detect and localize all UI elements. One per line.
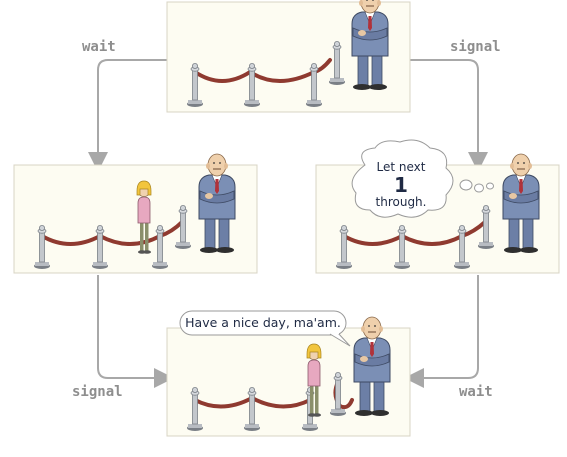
panel-bottom [166, 316, 411, 437]
panel-left [13, 153, 258, 274]
speech-bubble: Have a nice day, ma'am. [179, 310, 351, 347]
label-wait-bottom-right: wait [459, 384, 493, 400]
label-wait-top-left: wait [82, 39, 116, 55]
rope [40, 220, 184, 246]
speech-text: Have a nice day, ma'am. [185, 315, 341, 330]
panel-top [166, 0, 411, 113]
arrow-wait-top-left [88, 59, 167, 172]
thought-line-3: through. [376, 195, 427, 209]
arrow-wait-bottom-right [404, 275, 479, 388]
thought-bubble: Let next 1 through. [351, 139, 494, 218]
rope [193, 58, 332, 83]
panel-right: Let next 1 through. [315, 139, 560, 274]
thought-number: 1 [394, 173, 408, 197]
arrow-signal-bottom-left [97, 275, 174, 388]
arrow-signal-top-right [410, 59, 488, 172]
label-signal-top-right: signal [450, 39, 501, 55]
thought-line-1: Let next [377, 160, 426, 174]
rope [342, 220, 487, 246]
label-signal-bottom-left: signal [72, 384, 123, 400]
